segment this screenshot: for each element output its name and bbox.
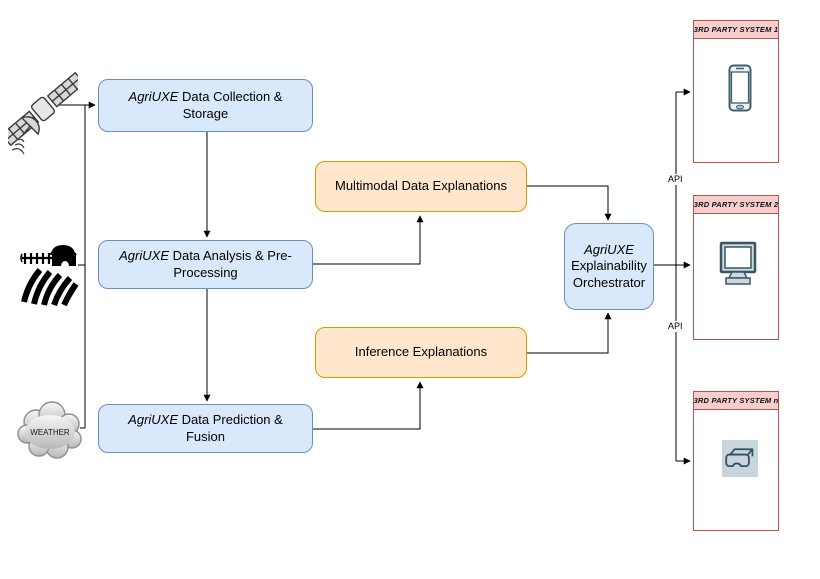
node-data-prediction: AgriUXE Data Prediction & Fusion <box>98 404 313 453</box>
api-label-top: API <box>667 174 684 185</box>
node-label: Explainability Orchestrator <box>571 258 647 290</box>
third-party-system-2: 3RD PARTY SYSTEM 2 <box>693 195 779 340</box>
desktop-monitor-icon <box>719 241 757 287</box>
brand-label: AgriUXE <box>128 89 179 105</box>
node-data-collection: AgriUXE Data Collection & Storage <box>98 79 313 132</box>
third-party-header: 3RD PARTY SYSTEM 2 <box>694 196 778 214</box>
weather-label: WEATHER <box>30 428 70 437</box>
brand-label: AgriUXE <box>584 242 634 258</box>
node-label: Data Analysis & Pre-Processing <box>172 248 292 280</box>
node-label: Data Prediction & Fusion <box>181 412 283 444</box>
third-party-header: 3RD PARTY SYSTEM n <box>694 392 778 410</box>
farm-field-icon <box>18 238 80 307</box>
brand-label: AgriUXE <box>119 248 169 264</box>
third-party-header: 3RD PARTY SYSTEM 1 <box>694 21 778 39</box>
node-explainability-orchestrator: AgriUXE Explainability Orchestrator <box>564 223 654 310</box>
node-multimodal-explanations: Multimodal Data Explanations <box>315 161 527 212</box>
weather-cloud-icon: WEATHER <box>14 396 86 464</box>
connector-inference-to-orchestrator <box>527 312 612 354</box>
brand-label: AgriUXE <box>128 412 179 428</box>
node-label: Multimodal Data Explanations <box>335 178 507 194</box>
satellite-icon <box>0 60 86 160</box>
node-label: Data Collection & Storage <box>182 89 283 121</box>
node-inference-explanations: Inference Explanations <box>315 327 527 378</box>
connector-multimodal-to-orchestrator <box>527 185 612 221</box>
connector-analysis-to-multimodal <box>313 215 424 265</box>
node-data-analysis: AgriUXE Data Analysis & Pre-Processing <box>98 240 313 289</box>
node-label: Inference Explanations <box>354 344 488 360</box>
connector-prediction-to-inference <box>313 381 424 430</box>
api-label-bottom: API <box>667 321 684 332</box>
smartphone-icon <box>728 64 752 112</box>
vr-goggles-icon <box>722 440 758 477</box>
